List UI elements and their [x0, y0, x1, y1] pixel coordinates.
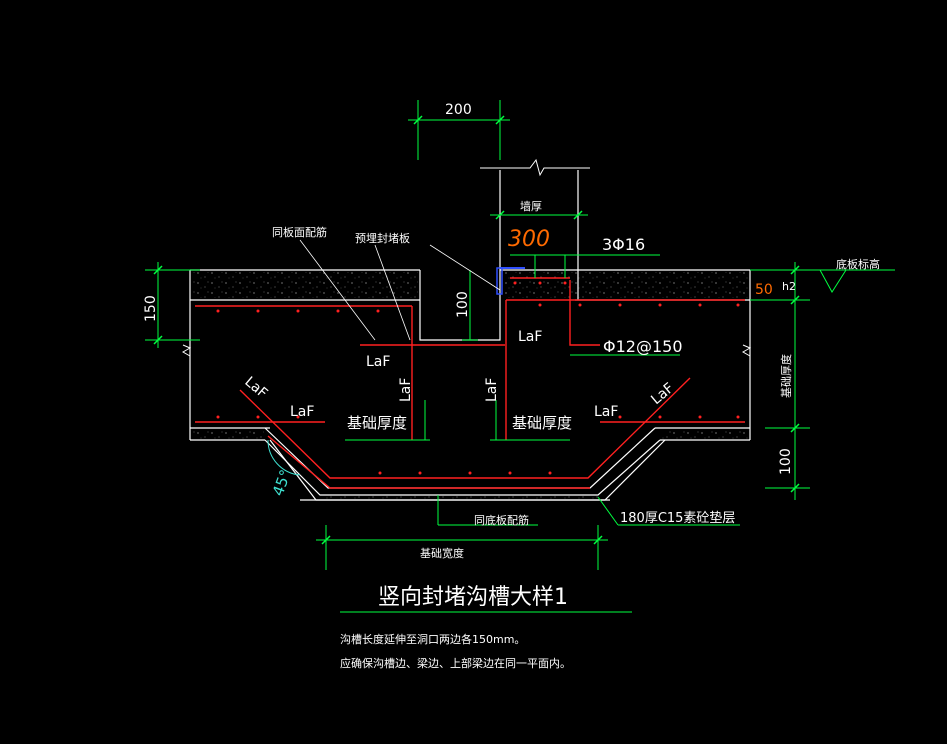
label-laf-2: LaF — [518, 329, 542, 345]
dim-left-150: 150 — [143, 295, 159, 322]
label-cushion: 180厚C15素砼垫层 — [620, 510, 735, 526]
note-2: 应确保沟槽边、梁边、上部梁边在同一平面内。 — [340, 656, 571, 670]
dim-groove-100: 100 — [455, 291, 471, 318]
label-floor-elevation: 底板标高 — [836, 257, 880, 271]
dim-right-100: 100 — [778, 448, 794, 475]
label-slab-bottom-rebar: 同底板配筋 — [474, 513, 529, 527]
label-laf-8: LaF — [484, 378, 500, 402]
label-laf-4: LaF — [594, 404, 618, 420]
label-precast-block: 预埋封堵板 — [355, 231, 410, 245]
dimension-ticks — [153, 115, 800, 545]
dim-h2-handwritten: 50 — [755, 282, 773, 298]
angle-arc — [267, 439, 301, 476]
label-laf-3: LaF — [290, 404, 314, 420]
slab-concrete-left — [192, 272, 418, 298]
dimension-lines — [145, 100, 895, 613]
dim-wall-handwritten: 300 — [508, 227, 550, 252]
bottom-concrete-right — [662, 429, 748, 439]
callout-leaders — [299, 239, 501, 341]
label-laf-5: LaF — [241, 374, 270, 402]
bottom-concrete-left — [192, 429, 264, 439]
label-laf-7: LaF — [398, 378, 414, 402]
dim-h2: h2 — [782, 280, 796, 293]
dim-foundation-width: 基础宽度 — [420, 546, 464, 560]
note-1: 沟槽长度延伸至洞口两边各150mm。 — [340, 632, 525, 646]
cushion-fill — [316, 495, 605, 500]
label-foundation-thickness-left: 基础厚度 — [347, 414, 407, 432]
drawing-title: 竖向封堵沟槽大样1 — [378, 585, 568, 610]
label-3phi16: 3Φ16 — [602, 235, 645, 254]
precast-block-marker — [496, 267, 503, 295]
label-foundation-thickness-right: 基础厚度 — [512, 414, 572, 432]
label-phi12: Φ12@150 — [603, 337, 683, 356]
label-slab-top-rebar: 同板面配筋 — [272, 225, 327, 239]
label-angle: 45° — [269, 467, 295, 498]
label-laf-6: LaF — [648, 380, 677, 408]
rebar-dots — [216, 281, 740, 475]
rebar-lines — [195, 277, 745, 489]
dim-top-width: 200 — [445, 102, 472, 118]
slab-concrete-right — [502, 272, 748, 298]
label-laf-1: LaF — [366, 354, 390, 370]
dim-wall-thickness: 墙厚 — [520, 199, 542, 213]
label-foundation-thickness-vertical: 基础厚度 — [779, 354, 793, 398]
break-marks — [181, 158, 752, 357]
